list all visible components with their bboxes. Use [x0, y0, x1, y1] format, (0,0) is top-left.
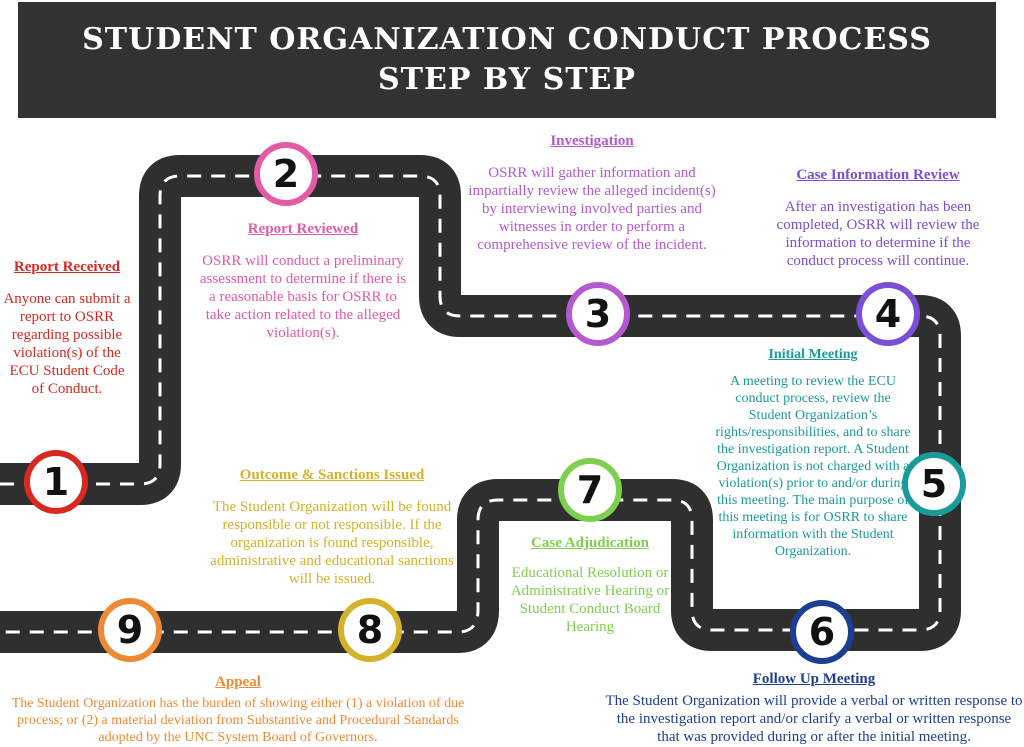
step-9-title: Appeal [215, 674, 261, 690]
step-3-text: OSRR will gather information and imparti… [468, 165, 716, 253]
step-5-text: A meeting to review the ECU conduct proc… [715, 374, 911, 559]
step-1-number: 1 [42, 460, 70, 504]
step-9-number: 9 [116, 608, 144, 652]
step-6-block: Follow Up Meeting The Student Organizati… [604, 670, 1024, 746]
step-7-number: 7 [576, 468, 604, 512]
step-2-title: Report Reviewed [247, 221, 359, 237]
step-1-text: Anyone can submit a report to OSRR regar… [3, 291, 131, 397]
step-2-text: OSRR will conduct a preliminary assessme… [199, 253, 407, 341]
step-2-number: 2 [272, 152, 300, 196]
road-centerline [0, 174, 942, 634]
step-3-title: Investigation [550, 133, 634, 149]
step-7-title: Case Adjudication [531, 535, 649, 551]
step-6-text: The Student Organization will provide a … [605, 693, 1023, 745]
step-7-circle: 7 [558, 458, 622, 522]
step-8-text: The Student Organization will be found r… [210, 499, 454, 587]
step-1-title: Report Received [13, 259, 121, 275]
title-banner: STUDENT ORGANIZATION CONDUCT PROCESS STE… [18, 2, 996, 118]
step-5-block: Initial Meeting A meeting to review the … [714, 346, 912, 560]
step-8-block: Outcome & Sanctions Issued The Student O… [200, 466, 464, 588]
step-1-circle: 1 [24, 450, 88, 514]
step-4-number: 4 [874, 292, 902, 336]
step-4-text: After an investigation has been complete… [776, 199, 980, 269]
step-7-block: Case Adjudication Educational Resolution… [504, 534, 676, 636]
step-6-title: Follow Up Meeting [752, 671, 876, 687]
step-3-block: Investigation OSRR will gather informati… [468, 132, 716, 254]
step-4-title: Case Information Review [796, 167, 960, 183]
step-3-number: 3 [584, 292, 612, 336]
step-9-block: Appeal The Student Organization has the … [0, 674, 476, 746]
step-5-circle: 5 [902, 452, 966, 516]
step-6-number: 6 [808, 610, 836, 654]
step-1-block: Report Received Anyone can submit a repo… [2, 258, 132, 398]
step-4-block: Case Information Review After an investi… [762, 166, 994, 270]
step-5-title: Initial Meeting [768, 347, 858, 362]
step-2-circle: 2 [254, 142, 318, 206]
step-4-circle: 4 [856, 282, 920, 346]
step-2-block: Report Reviewed OSRR will conduct a prel… [198, 220, 408, 342]
step-9-circle: 9 [98, 598, 162, 662]
step-5-number: 5 [920, 462, 948, 506]
step-3-circle: 3 [566, 282, 630, 346]
step-8-title: Outcome & Sanctions Issued [239, 467, 425, 483]
step-9-text: The Student Organization has the burden … [11, 696, 465, 745]
title-line-1: STUDENT ORGANIZATION CONDUCT PROCESS [82, 22, 932, 57]
step-8-number: 8 [356, 608, 384, 652]
step-6-circle: 6 [790, 600, 854, 664]
title-line-2: STEP BY STEP [378, 62, 636, 97]
step-7-text: Educational Resolution or Administrative… [510, 565, 670, 635]
step-8-circle: 8 [338, 598, 402, 662]
